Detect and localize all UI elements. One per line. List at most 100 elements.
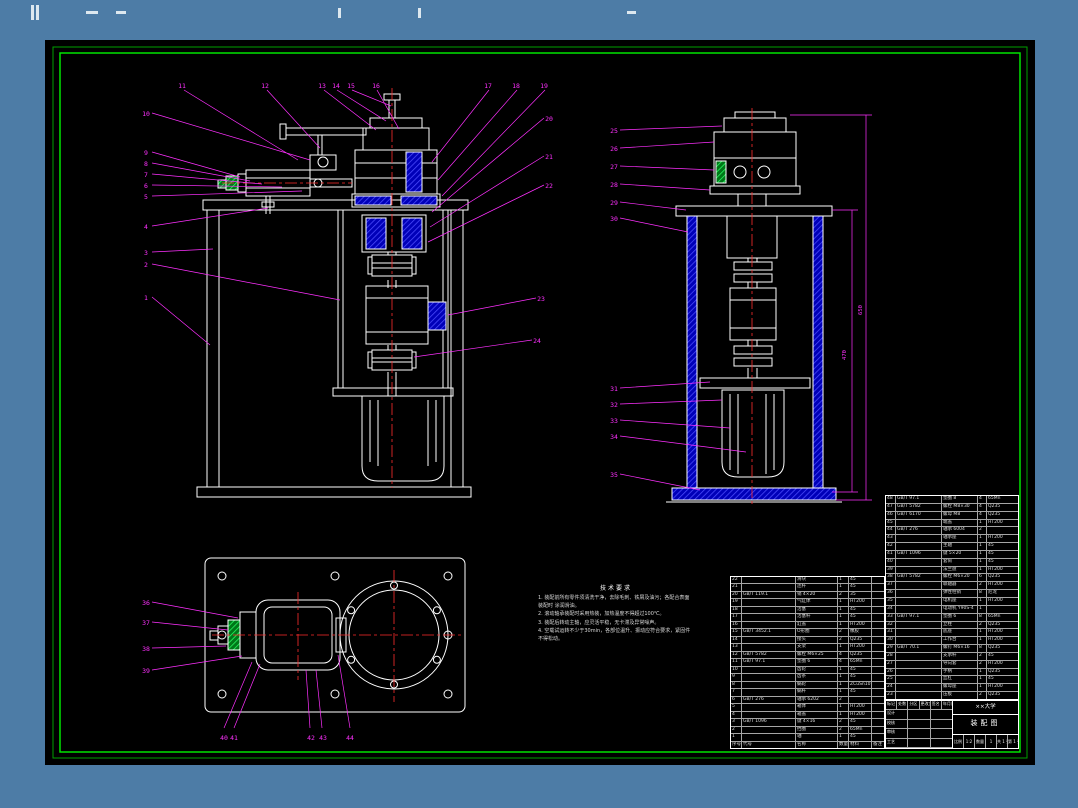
role-date <box>931 710 952 718</box>
bom-cell: 1 <box>838 681 849 689</box>
bom-cell: 螺栓 M8×30 <box>942 503 978 511</box>
bom-cell: 轴承 6202 <box>796 696 838 704</box>
bom-cell: 45 <box>849 719 872 726</box>
bom-cell: 48 <box>886 496 896 503</box>
callout: 15 <box>347 82 355 90</box>
bom-cell <box>742 621 796 629</box>
bom-cell: GB/T 3452.1 <box>742 629 796 636</box>
bom-cell <box>742 606 796 614</box>
bom-cell: 45 <box>988 558 994 564</box>
callout: 14 <box>332 82 340 90</box>
bom-cell: 联轴器 <box>942 582 978 590</box>
bom-cell <box>896 582 942 590</box>
window-artifact <box>338 8 341 18</box>
bom-cell: 连杆 <box>796 584 838 591</box>
bom-cell: 气缸体 <box>796 599 838 606</box>
bom-cell: 11 <box>731 659 742 666</box>
bom-cell: 6 <box>978 574 987 582</box>
bom-cell: GB/T 1096 <box>896 550 942 558</box>
bom-cell: 5 <box>731 704 742 711</box>
bom-cell: 齿条 <box>796 674 838 681</box>
bom-cell: 6 <box>731 696 742 704</box>
bom-cell: GB/T 1096 <box>742 719 796 726</box>
bom-cell: 键 5×20 <box>942 550 978 558</box>
bom-cell: 2 <box>978 660 987 668</box>
bom-cell: 主轴 <box>942 543 978 550</box>
role-label: 设计 <box>886 710 909 719</box>
bom-cell: HT200 <box>849 704 872 711</box>
bom-cell: 8 <box>978 613 987 621</box>
callout: 22 <box>545 182 553 190</box>
bom-cell <box>896 652 942 660</box>
bom-cell: 法兰盘 <box>942 566 978 574</box>
bom-cell: 45 <box>988 550 994 556</box>
bom-cell <box>987 527 1018 534</box>
rev-label: 分区 <box>908 701 920 710</box>
bom-cell <box>742 681 796 689</box>
bom-cell <box>849 696 872 704</box>
bom-cell: 45 <box>849 577 872 584</box>
callout: 9 <box>144 149 148 157</box>
bom-cell: 45 <box>849 606 872 614</box>
bom-cell: 45 <box>849 734 872 741</box>
leader-lines <box>151 89 872 729</box>
bom-cell <box>896 629 942 637</box>
note-line: 2. 滚动轴承装配时采用热装，加热温度不得超过100℃。 <box>538 611 665 617</box>
bom-cell: HT200 <box>988 519 1003 525</box>
bom-cell <box>742 584 796 591</box>
bom-cell: 序号 <box>732 741 742 749</box>
callout: 2 <box>144 261 148 269</box>
notes-title: 技术要求 <box>599 585 632 592</box>
bom-cell <box>742 614 796 621</box>
bom-cell: HT200 <box>988 597 1003 603</box>
bom-cell: 2 <box>978 652 987 660</box>
bom-cell: 2 <box>978 621 987 629</box>
bom-cell: 1 <box>838 644 849 651</box>
bom-cell: HT200 <box>849 644 872 651</box>
bom-cell: 37 <box>886 582 896 590</box>
bom-cell: 轴承座 <box>942 535 978 543</box>
bom-cell: 垫圈 6 <box>796 659 838 666</box>
bom-cell: 接头 <box>796 636 838 644</box>
bom-cell: 43 <box>886 535 896 543</box>
notes-block: 技术要求 1. 装配前所有零件须清洗干净，去除毛刺、铁屑及油污；各配合表面装配时… <box>538 584 694 644</box>
bom-cell: 1 <box>838 577 849 584</box>
bom-cell <box>896 637 942 645</box>
role-signature <box>908 710 931 719</box>
bom-cell: 2 <box>838 629 849 636</box>
callout: 40 <box>220 734 228 742</box>
bom-cell <box>742 734 796 741</box>
bom-cell: 38 <box>886 574 896 582</box>
bom-cell: 1 <box>838 614 849 621</box>
bom-cell: 23 <box>886 692 896 699</box>
role-date <box>931 729 952 737</box>
window-artifact <box>116 11 126 14</box>
bom-cell: 36 <box>886 590 896 597</box>
bom-cell: GB/T 276 <box>896 527 942 535</box>
bom-cell <box>896 543 942 550</box>
bom-cell: 16 <box>731 621 742 629</box>
bom-cell: 丝杠 <box>942 676 978 684</box>
callout: 18 <box>512 82 520 90</box>
callout: 24 <box>533 337 541 345</box>
bom-cell: Q235 <box>849 651 872 659</box>
bom-cell: 齿轮 <box>796 666 838 674</box>
bom-cell <box>742 704 796 711</box>
bom-cell: 4 <box>731 711 742 719</box>
bom-cell: 垫圈 8 <box>942 496 978 503</box>
front-leaders <box>151 89 546 358</box>
bom-cell: 45 <box>988 652 994 658</box>
